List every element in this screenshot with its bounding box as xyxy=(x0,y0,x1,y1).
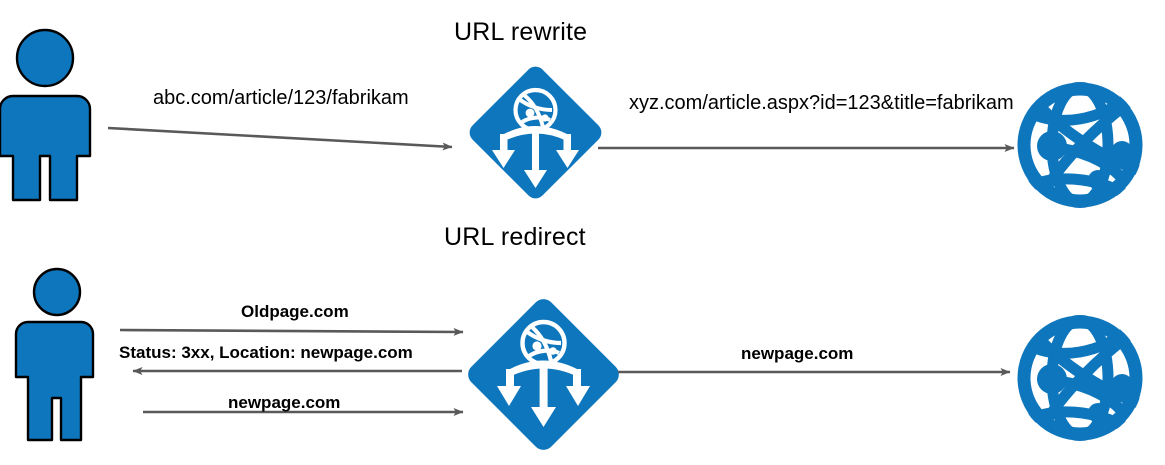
label-redirect-step1: Oldpage.com xyxy=(241,302,349,321)
person-icon-bottom xyxy=(14,267,95,442)
label-redirect-step3: newpage.com xyxy=(228,393,341,412)
section-title-url-redirect: URL redirect xyxy=(444,223,586,251)
web-globe-icon-top xyxy=(1017,82,1143,208)
label-redirect-backend: newpage.com xyxy=(741,344,854,363)
application-gateway-icon-top xyxy=(469,66,602,199)
section-title-url-rewrite: URL rewrite xyxy=(454,18,588,46)
label-rewrite-backend-url: xyz.com/article.aspx?id=123&title=fabrik… xyxy=(629,92,1014,114)
arrow-client-to-gateway-top xyxy=(107,126,453,151)
person-icon-top xyxy=(0,28,92,202)
label-redirect-step2: Status: 3xx, Location: newpage.com xyxy=(119,343,413,362)
application-gateway-icon-bottom xyxy=(468,299,619,450)
arrow-redirect-step1 xyxy=(119,327,464,336)
label-rewrite-request-url: abc.com/article/123/fabrikam xyxy=(153,87,409,109)
web-globe-icon-bottom xyxy=(1017,315,1143,441)
